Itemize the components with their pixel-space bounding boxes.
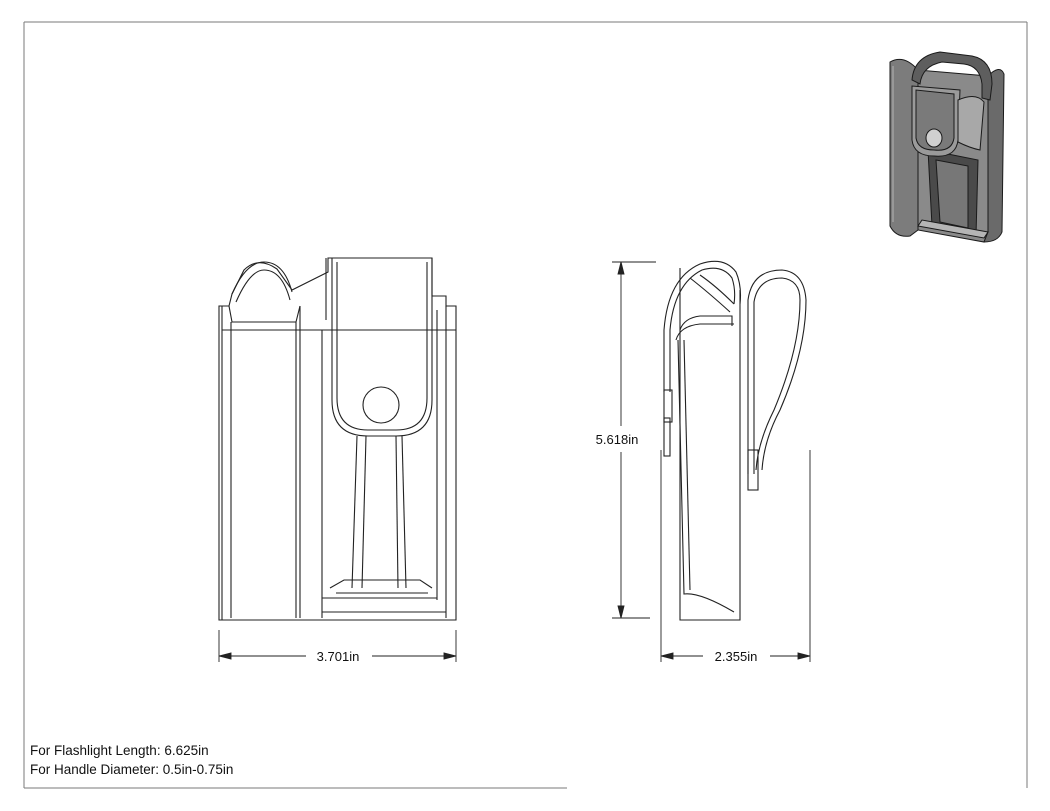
height-dimension xyxy=(612,261,656,619)
sheet-border xyxy=(23,21,1028,789)
depth-dimension-label: 2.355in xyxy=(715,649,758,664)
width-dimension xyxy=(218,630,457,662)
front-view xyxy=(218,257,457,621)
handle-diameter-note: For Handle Diameter: 0.5in-0.75in xyxy=(30,762,234,777)
flashlight-length-note: For Flashlight Length: 6.625in xyxy=(30,743,209,758)
width-dimension-label: 3.701in xyxy=(317,649,360,664)
height-dimension-label: 5.618in xyxy=(596,432,639,447)
isometric-render xyxy=(889,51,1005,243)
depth-dimension xyxy=(660,450,811,662)
side-view xyxy=(663,260,807,621)
drawing-notes: For Flashlight Length: 6.625in For Handl… xyxy=(30,741,233,779)
